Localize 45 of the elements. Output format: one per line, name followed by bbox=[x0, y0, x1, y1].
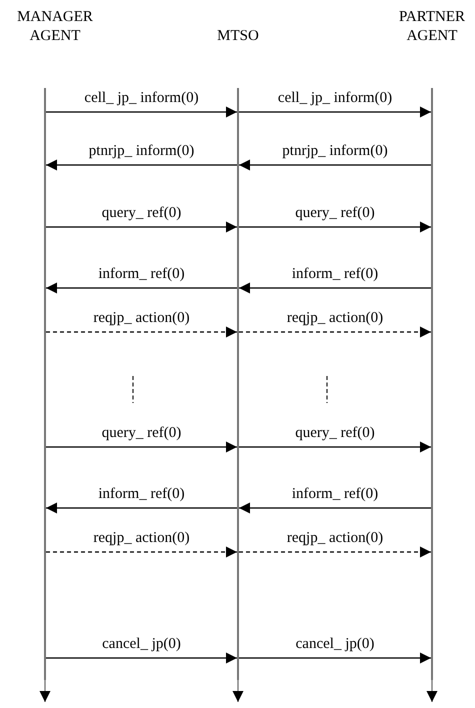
edge-label: reqjp_ action(0) bbox=[93, 310, 190, 327]
edge-label: cell_ jp_ inform(0) bbox=[84, 90, 199, 107]
message-arrow bbox=[46, 222, 237, 232]
lifeline bbox=[431, 88, 433, 680]
participant-label: MANAGER AGENT bbox=[16, 8, 94, 46]
dashed-message-arrow bbox=[239, 546, 431, 558]
message-arrow bbox=[46, 106, 237, 118]
lifeline-end-arrow bbox=[40, 680, 50, 702]
message-arrow bbox=[239, 282, 431, 294]
participant-label: PARTNER AGENT bbox=[398, 8, 466, 46]
edge-label: ptnrjp_ inform(0) bbox=[88, 143, 194, 160]
message-arrow bbox=[46, 652, 237, 664]
edge-label: cancel_ jp(0) bbox=[296, 636, 374, 653]
message-arrow bbox=[239, 106, 431, 118]
edge-label: query_ ref(0) bbox=[102, 205, 182, 222]
edge-label: inform_ ref(0) bbox=[98, 266, 185, 283]
edge-label: inform_ ref(0) bbox=[292, 486, 378, 503]
participant-label: MTSO bbox=[216, 27, 260, 46]
edge-label: inform_ ref(0) bbox=[292, 266, 378, 283]
message-arrow bbox=[239, 222, 431, 232]
edge-label: reqjp_ action(0) bbox=[286, 530, 384, 547]
message-arrow bbox=[46, 442, 237, 452]
dashed-message-arrow bbox=[46, 546, 237, 558]
message-arrow bbox=[46, 502, 237, 514]
message-arrow bbox=[239, 502, 431, 514]
message-arrow bbox=[239, 160, 431, 170]
edge-label: ptnrjp_ inform(0) bbox=[282, 143, 388, 160]
dashed-message-arrow bbox=[46, 326, 237, 338]
dashed-message-arrow bbox=[239, 326, 431, 338]
edge-label: query_ ref(0) bbox=[295, 205, 375, 222]
lifeline-end-arrow bbox=[232, 680, 244, 702]
edge-label: cell_ jp_ inform(0) bbox=[278, 90, 392, 107]
edge-label: reqjp_ action(0) bbox=[286, 310, 384, 327]
lifeline bbox=[237, 88, 239, 680]
lifeline-end-arrow bbox=[426, 680, 438, 702]
edge-label: cancel_ jp(0) bbox=[102, 636, 181, 653]
lifeline bbox=[44, 88, 46, 680]
message-arrow bbox=[46, 160, 237, 170]
edge-label: query_ ref(0) bbox=[295, 425, 375, 442]
message-arrow bbox=[239, 442, 431, 452]
edge-label: reqjp_ action(0) bbox=[93, 530, 190, 547]
edge-label: query_ ref(0) bbox=[102, 425, 182, 442]
message-arrow bbox=[46, 282, 237, 294]
edge-label: inform_ ref(0) bbox=[98, 486, 185, 503]
message-arrow bbox=[239, 652, 431, 664]
